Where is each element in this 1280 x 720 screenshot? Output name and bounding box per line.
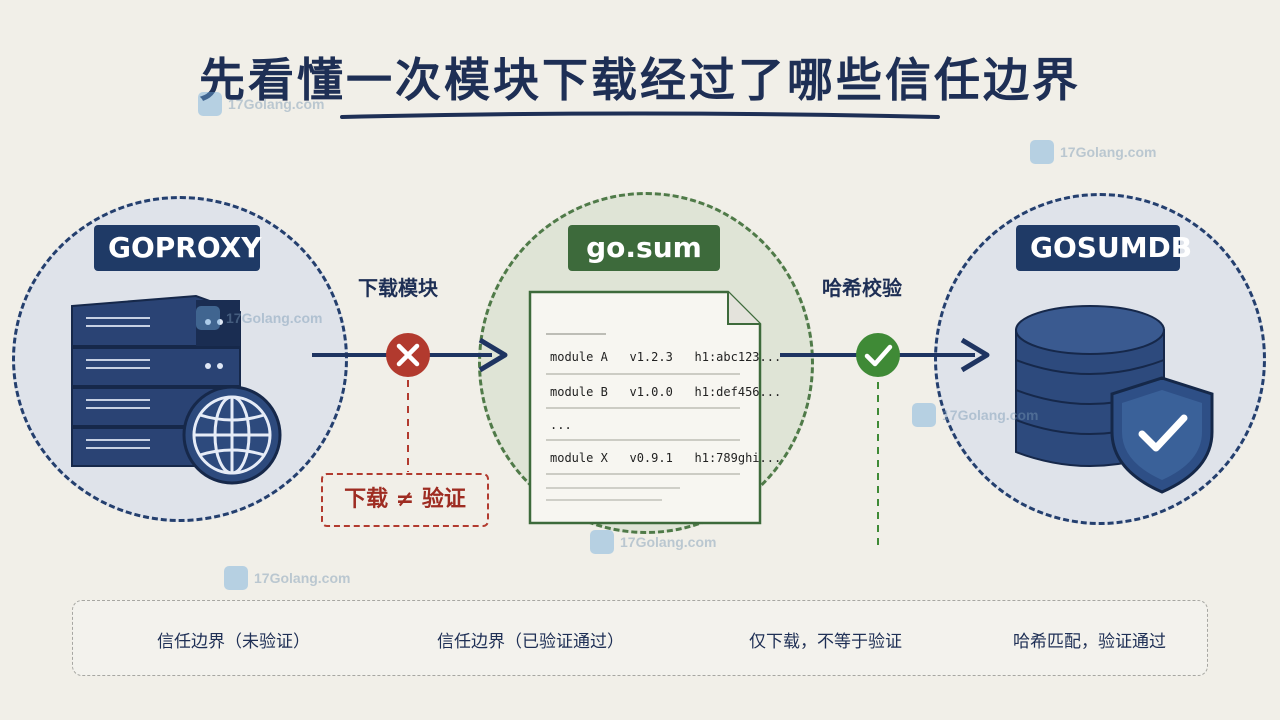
- globe-icon: [182, 385, 282, 485]
- gosum-row: module X v0.9.1 h1:789ghi...: [550, 451, 782, 465]
- gosumdb-badge: GOSUMDB: [1016, 225, 1192, 271]
- watermark: 17Golang.com: [912, 403, 1038, 427]
- gosum-row: ...: [550, 418, 572, 432]
- watermark-logo-icon: [198, 92, 222, 116]
- watermark: 17Golang.com: [198, 92, 324, 116]
- gosum-badge: go.sum: [568, 225, 720, 271]
- watermark: 17Golang.com: [590, 530, 716, 554]
- database-icon: [1015, 305, 1165, 467]
- download-not-verify-box: 下载 ≠ 验证: [321, 473, 489, 527]
- watermark-logo-icon: [590, 530, 614, 554]
- watermark: 17Golang.com: [224, 566, 350, 590]
- watermark-logo-icon: [224, 566, 248, 590]
- legend-download-only: 仅下载，不等于验证: [749, 631, 902, 652]
- gosum-row: module A v1.2.3 h1:abc123...: [550, 350, 782, 364]
- watermark: 17Golang.com: [196, 306, 322, 330]
- watermark-logo-icon: [1030, 140, 1054, 164]
- legend-unverified: 信任边界（未验证）: [157, 631, 310, 652]
- shield-check-icon: [1110, 376, 1214, 494]
- watermark-logo-icon: [912, 403, 936, 427]
- cross-circle-icon: [386, 333, 430, 377]
- watermark-logo-icon: [196, 306, 220, 330]
- legend-verified: 信任边界（已验证通过）: [437, 631, 624, 652]
- document-icon: [528, 290, 762, 525]
- watermark: 17Golang.com: [1030, 140, 1156, 164]
- legend: 信任边界（未验证） 信任边界（已验证通过） 仅下载，不等于验证 哈希匹配，验证通…: [72, 600, 1208, 676]
- gosum-row: module B v1.0.0 h1:def456...: [550, 385, 782, 399]
- page-title: 先看懂一次模块下载经过了哪些信任边界: [199, 53, 1081, 107]
- title-underline: [340, 111, 940, 119]
- download-step-label: 下载模块: [358, 276, 438, 300]
- check-circle-icon: [856, 333, 900, 377]
- hash-check-step-label: 哈希校验: [822, 276, 902, 300]
- legend-hash-match: 哈希匹配，验证通过: [1013, 631, 1166, 652]
- goproxy-badge: GOPROXY: [94, 225, 262, 271]
